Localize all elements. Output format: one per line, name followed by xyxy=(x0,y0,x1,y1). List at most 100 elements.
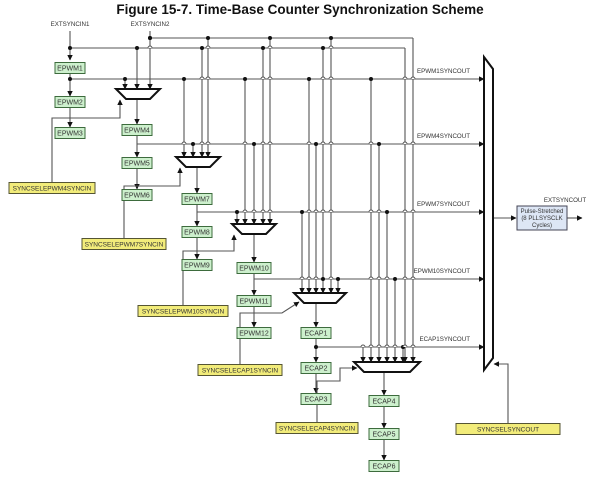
ecap6-block-label: ECAP6 xyxy=(373,464,396,471)
junction-dot xyxy=(329,36,333,40)
ecap6-block xyxy=(368,460,400,472)
junction-dot xyxy=(243,77,247,81)
epwm1syncout-label: EPWM1SYNCOUT xyxy=(417,68,470,75)
ecap1-block-label: ECAP1 xyxy=(305,331,328,338)
wire-crossover xyxy=(205,45,211,49)
ecap3-block-label: ECAP3 xyxy=(305,397,328,404)
junction-dot xyxy=(261,46,265,50)
epwm5-block-label: EPWM5 xyxy=(124,161,150,168)
epwm5-block xyxy=(121,157,153,169)
wire-crossover xyxy=(410,276,416,280)
multiplexers xyxy=(113,54,494,373)
junction-dot xyxy=(314,345,318,349)
junction-dot xyxy=(68,46,72,50)
wire-crossover xyxy=(147,45,153,49)
junction-dot xyxy=(268,36,272,40)
output-mux xyxy=(483,54,494,373)
ecap1-block xyxy=(300,327,332,339)
wire-crossover xyxy=(384,344,390,348)
wire-crossover xyxy=(199,76,205,80)
epwm10-block-label: EPWM10 xyxy=(239,266,269,273)
junction-dot xyxy=(336,277,340,281)
wire-crossover xyxy=(260,209,266,213)
junction-dot xyxy=(307,77,311,81)
syncsel-syncout-box xyxy=(455,423,561,435)
epwm6-block xyxy=(121,189,153,201)
wire-crossover xyxy=(360,344,366,348)
wire-crossover xyxy=(328,276,334,280)
junction-dot xyxy=(369,77,373,81)
syncsel-ecap1-box xyxy=(197,364,283,376)
epwm9-block xyxy=(181,259,213,271)
epwm4-block-label: EPWM4 xyxy=(124,128,150,135)
wire-crossover xyxy=(402,209,408,213)
epwm11-block xyxy=(236,295,272,307)
epwm6-block-label: EPWM6 xyxy=(124,193,150,200)
wire-crossover xyxy=(320,141,326,145)
wire-crossover xyxy=(299,276,305,280)
junction-dot xyxy=(182,77,186,81)
wire-crossover xyxy=(267,141,273,145)
junction-dot xyxy=(68,77,72,81)
wire-crossover xyxy=(376,344,382,348)
epwm10-block xyxy=(236,262,272,274)
wire-crossover xyxy=(368,141,374,145)
wire-crossover xyxy=(306,141,312,145)
epwm3-block xyxy=(54,127,86,139)
epwm3-block-label: EPWM3 xyxy=(57,131,83,138)
wire-crossover xyxy=(242,141,248,145)
wire-crossover xyxy=(410,209,416,213)
epwm1-block-label: EPWM1 xyxy=(57,66,83,73)
wire-crossover xyxy=(328,76,334,80)
wire-crossover xyxy=(402,276,408,280)
wire-crossover xyxy=(205,76,211,80)
syncsel-ecap4-box xyxy=(275,422,359,434)
syncsel-epwm4-box-label: SYNCSELEPWM4SYNCIN xyxy=(13,186,92,193)
junction-dot xyxy=(206,36,210,40)
extsyncin1-label: EXTSYNCIN1 xyxy=(51,21,90,28)
mux-epwm7 xyxy=(173,156,223,168)
junction-dot xyxy=(321,277,325,281)
epwm11-block-label: EPWM11 xyxy=(239,299,268,306)
ecap1syncout-label: ECAP1SYNCOUT xyxy=(419,336,470,343)
wire-crossover xyxy=(402,344,408,348)
pulse-stretch-box xyxy=(516,205,568,231)
syncsel-ecap4-box-label: SYNCSELECAP4SYNCIN xyxy=(279,426,356,433)
wire-crossover xyxy=(368,344,374,348)
wire-crossover xyxy=(320,209,326,213)
junction-dot xyxy=(314,142,318,146)
epwm7-block xyxy=(181,193,213,205)
junction-dot xyxy=(135,46,139,50)
epwm7syncout-label: EPWM7SYNCOUT xyxy=(417,201,470,208)
epwm12-block xyxy=(236,327,272,339)
wire-crossover xyxy=(260,76,266,80)
junction-dot xyxy=(235,210,239,214)
wire-crossover xyxy=(181,141,187,145)
junction-dot xyxy=(191,142,195,146)
wire-crossover xyxy=(251,209,257,213)
ecap2-block xyxy=(300,362,332,374)
mux-epwm4 xyxy=(113,88,163,100)
figure-title: Figure 15-7. Time-Base Counter Synchroni… xyxy=(116,2,484,17)
wire-crossover xyxy=(260,141,266,145)
wire-crossover xyxy=(402,141,408,145)
junction-dots xyxy=(68,36,416,349)
syncsel-epwm7-wire xyxy=(123,167,183,238)
ecap4-block xyxy=(368,395,400,407)
junction-dot xyxy=(377,142,381,146)
wire-crossover xyxy=(306,209,312,213)
junction-dot xyxy=(123,77,127,81)
wire-crossover xyxy=(320,76,326,80)
epwm4-block xyxy=(121,124,153,136)
wire-crossover xyxy=(402,76,408,80)
epwm9-block-label: EPWM9 xyxy=(184,263,210,270)
wire-crossover xyxy=(242,209,248,213)
epwm12-block-label: EPWM12 xyxy=(239,331,269,338)
wire-crossover xyxy=(376,276,382,280)
epwm8-block xyxy=(181,226,213,238)
epwm1-block xyxy=(54,62,86,74)
syncsel-epwm7-box xyxy=(81,238,167,250)
syncsel-syncout-box-label: SYNCSELSYNCOUT xyxy=(477,427,539,434)
syncsel-ecap1-box-label: SYNCSELECAP1SYNCIN xyxy=(202,368,279,375)
